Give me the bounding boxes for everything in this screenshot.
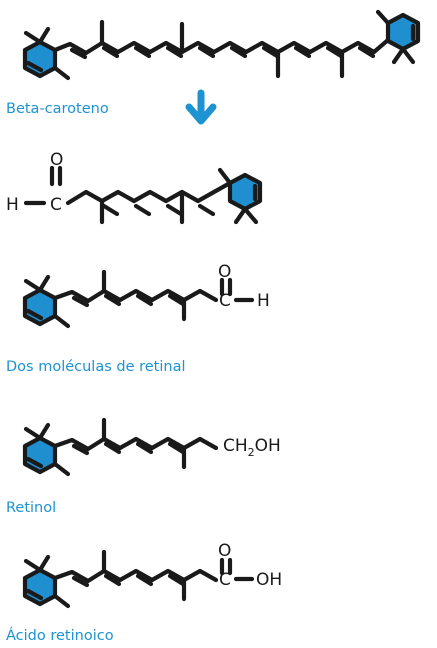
oxygen-atom: O	[218, 541, 231, 561]
retinol-caption: Retinol	[6, 500, 56, 516]
retinoic-acid-molecule: O C OH	[25, 541, 282, 606]
carbon-atom: C	[50, 195, 62, 215]
carbon-atom: C	[219, 291, 231, 311]
retinal-molecule-reversed: O C H	[6, 150, 263, 225]
beta-carotene-molecule	[22, 9, 421, 81]
retinoic-acid-caption: Ácido retinoico	[6, 627, 114, 644]
ch2oh-group: CH2OH	[223, 436, 281, 459]
hydrogen-atom: H	[6, 195, 19, 215]
arrow-down-icon	[185, 89, 217, 125]
carbon-atom: C	[219, 570, 231, 590]
oxygen-atom: O	[218, 262, 231, 282]
oxygen-atom: O	[50, 150, 63, 170]
beta-carotene-caption: Beta-caroteno	[6, 101, 109, 117]
retinol-molecule: CH2OH	[25, 420, 281, 474]
retinal-molecule: O C H	[25, 262, 270, 326]
retinal-caption: Dos moléculas de retinal	[6, 359, 186, 375]
hydroxyl-group: OH	[256, 570, 282, 590]
hydrogen-atom: H	[257, 291, 270, 311]
